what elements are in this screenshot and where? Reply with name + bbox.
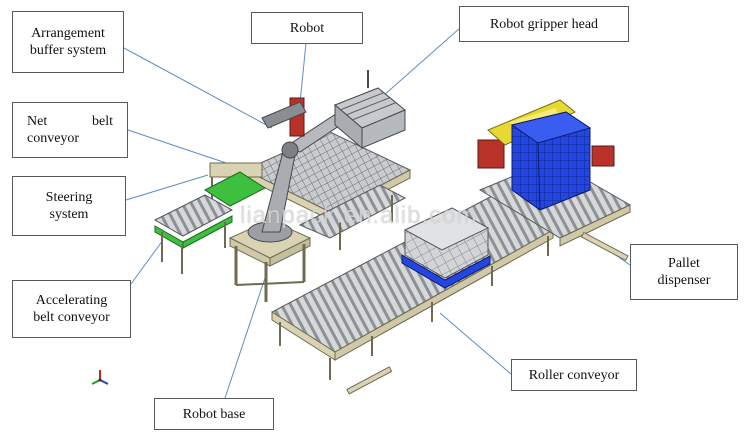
leader-arrangement	[123, 47, 273, 129]
label-gripper-text: Robot gripper head	[489, 16, 599, 32]
axis-triad-icon	[91, 370, 109, 385]
label-steering-line1: Steering	[45, 190, 93, 205]
leader-steering	[125, 174, 209, 201]
infeed-conveyors	[153, 162, 267, 274]
leader-robot	[299, 42, 307, 104]
label-pallet-line2: dispenser	[657, 273, 711, 288]
leader-robot-base	[224, 271, 268, 399]
leader-net-belt	[127, 129, 239, 168]
leader-lines	[123, 27, 631, 399]
label-pallet-dispenser: Pallet dispenser	[630, 244, 738, 300]
label-net-belt-line1: Net belt	[27, 114, 113, 129]
leader-accelerating	[130, 239, 164, 285]
leader-gripper	[382, 27, 461, 97]
label-robot-base-text: Robot base	[182, 406, 246, 422]
label-robot: Robot	[251, 12, 363, 44]
label-accelerating-line1: Accelerating	[35, 293, 108, 308]
label-arrangement-buffer: Arrangement buffer system	[12, 11, 124, 73]
pallet-dispenser	[477, 99, 632, 262]
gripper-head	[334, 70, 406, 150]
label-robot-base: Robot base	[154, 398, 274, 430]
watermark: lianpack.en.alib.com	[240, 202, 478, 229]
label-steering-line2: system	[49, 207, 89, 222]
label-accelerating-line2: belt conveyor	[33, 310, 110, 325]
label-arrangement-line1: Arrangement	[31, 26, 105, 41]
label-arrangement-line2: buffer system	[29, 43, 107, 58]
label-pallet-line1: Pallet	[668, 256, 700, 271]
label-roller-conveyor: Roller conveyor	[511, 359, 637, 391]
loaded-pallet	[401, 207, 491, 289]
label-roller-text: Roller conveyor	[528, 367, 620, 383]
label-steering: Steering system	[12, 176, 126, 236]
label-accelerating: Accelerating belt conveyor	[12, 280, 131, 338]
leader-roller	[439, 312, 512, 375]
label-net-belt: Net belt conveyor	[12, 102, 128, 158]
label-gripper-head: Robot gripper head	[459, 6, 629, 42]
label-robot-text: Robot	[289, 20, 325, 36]
label-net-belt-line2: conveyor	[27, 131, 80, 146]
